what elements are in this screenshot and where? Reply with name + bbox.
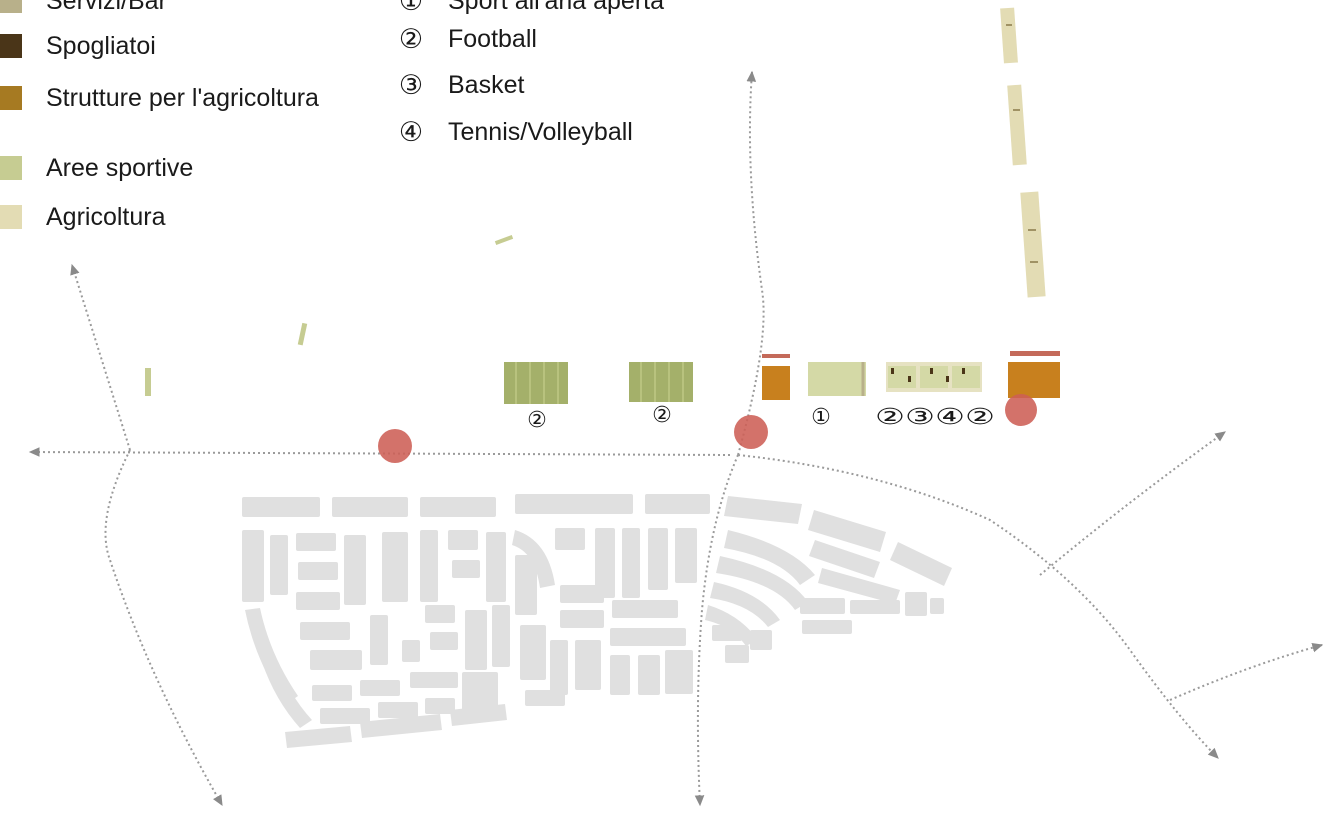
building-blocks — [242, 494, 952, 748]
access-nodes — [378, 394, 1037, 463]
site-label-outdoor: ① — [811, 405, 831, 430]
courts-complex[interactable] — [886, 362, 982, 392]
access-node — [1005, 394, 1037, 426]
site-label-field-2: ② — [652, 403, 672, 428]
agri-structure-1[interactable] — [762, 354, 790, 400]
path-network — [28, 70, 1324, 807]
agriculture-strip — [1000, 7, 1046, 298]
football-field-1[interactable] — [504, 362, 568, 404]
outdoor-sport-area[interactable] — [808, 362, 866, 396]
football-field-2[interactable] — [629, 362, 693, 402]
site-label-field-1: ② — [527, 408, 547, 433]
site-label-courts: ②③④② — [875, 405, 995, 430]
access-node — [378, 429, 412, 463]
agri-structure-2[interactable] — [1008, 351, 1060, 398]
small-marks — [145, 235, 514, 396]
access-node — [734, 415, 768, 449]
